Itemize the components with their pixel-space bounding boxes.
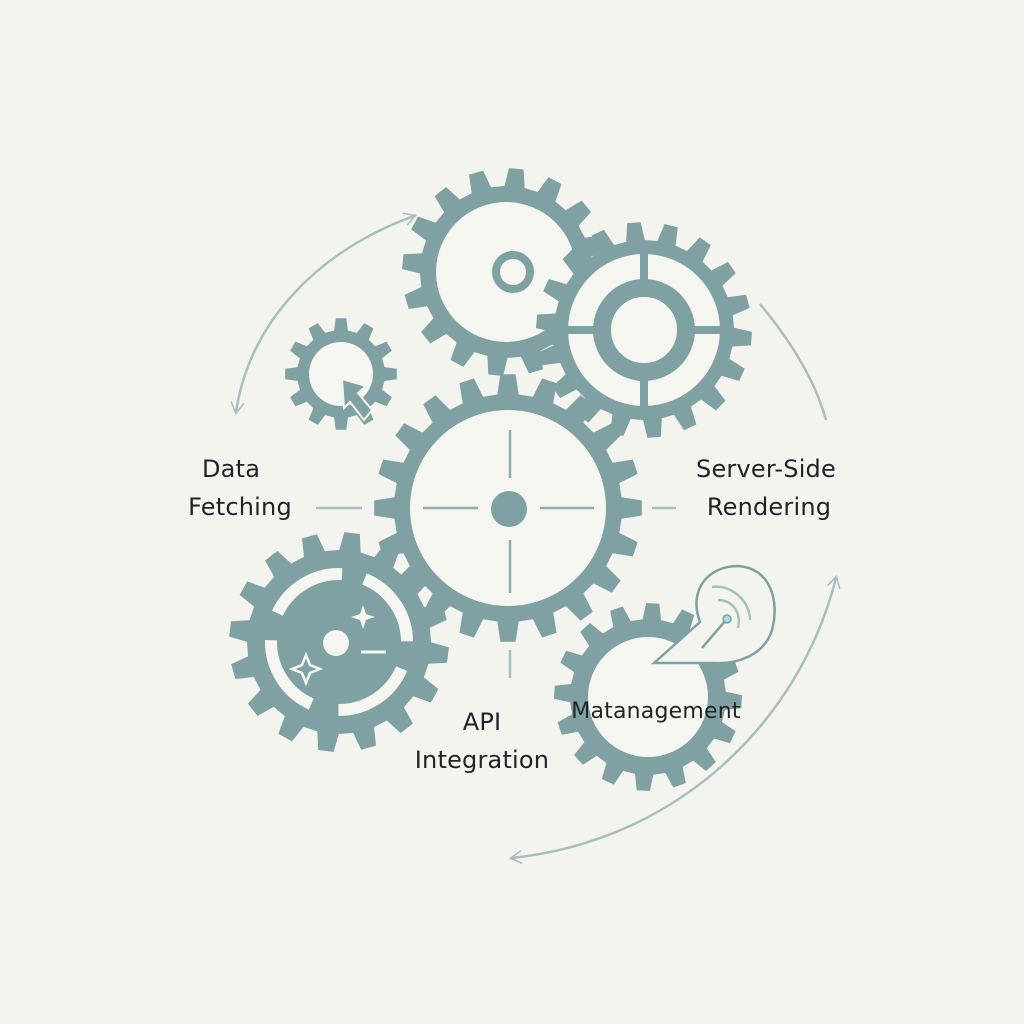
label-state-management-line1: Matanagement xyxy=(571,699,741,724)
label-server-side-rendering: Server-Side Rendering xyxy=(676,450,856,526)
bottom-right-arc-arrow xyxy=(508,574,841,865)
top-gear-hub-icon xyxy=(492,251,534,293)
label-api-line2: Integration xyxy=(414,746,550,774)
label-api-line1: API xyxy=(462,708,502,736)
label-data-fetching-line1: Data xyxy=(202,455,261,483)
sparkle-face-icon xyxy=(288,605,386,687)
label-data-fetching: Data Fetching xyxy=(172,450,308,526)
label-ssr-line2: Rendering xyxy=(706,493,832,521)
label-ssr-line1: Server-Side xyxy=(696,455,836,483)
right-arc-line xyxy=(759,303,828,421)
label-api-integration: API Integration xyxy=(396,703,568,779)
top-left-arc-arrow xyxy=(230,212,418,416)
label-state-management: Matanagement xyxy=(556,693,756,731)
signal-bubble-icon xyxy=(650,564,776,665)
crosshair-icon xyxy=(423,430,594,593)
target-icon xyxy=(566,252,722,408)
small-gear-icon xyxy=(285,318,397,430)
cursor-arrow-icon xyxy=(340,377,374,422)
label-data-fetching-line2: Fetching xyxy=(188,493,292,521)
